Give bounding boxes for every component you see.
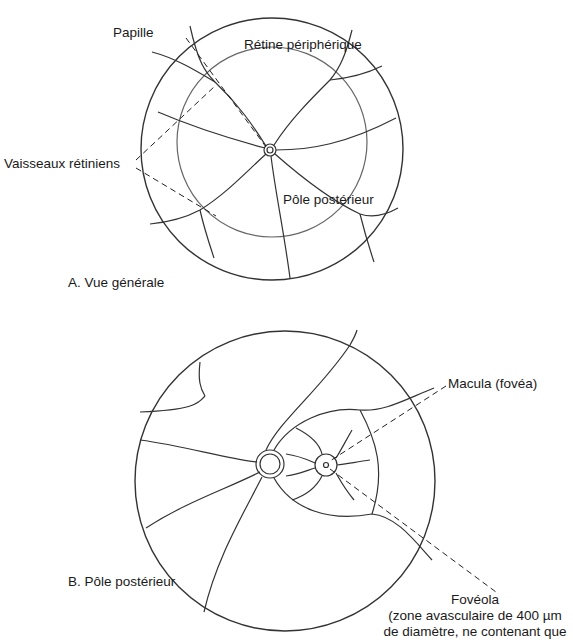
note-text: (zone avasculaire de 400 µm de diamètre,… [380, 608, 570, 640]
panel-caption: A. Vue générale [68, 275, 164, 291]
region-label: Rétine périphérique [244, 37, 362, 53]
panel-caption: B. Pôle postérieur [68, 574, 175, 590]
structure-label: Macula (fovéa) [448, 376, 537, 392]
structure-label: Vaisseaux rétiniens [4, 156, 120, 172]
structure-label: Papille [113, 25, 154, 41]
structure-label: Fovéola [380, 592, 570, 608]
region-label: Pôle postérieur [283, 192, 374, 208]
